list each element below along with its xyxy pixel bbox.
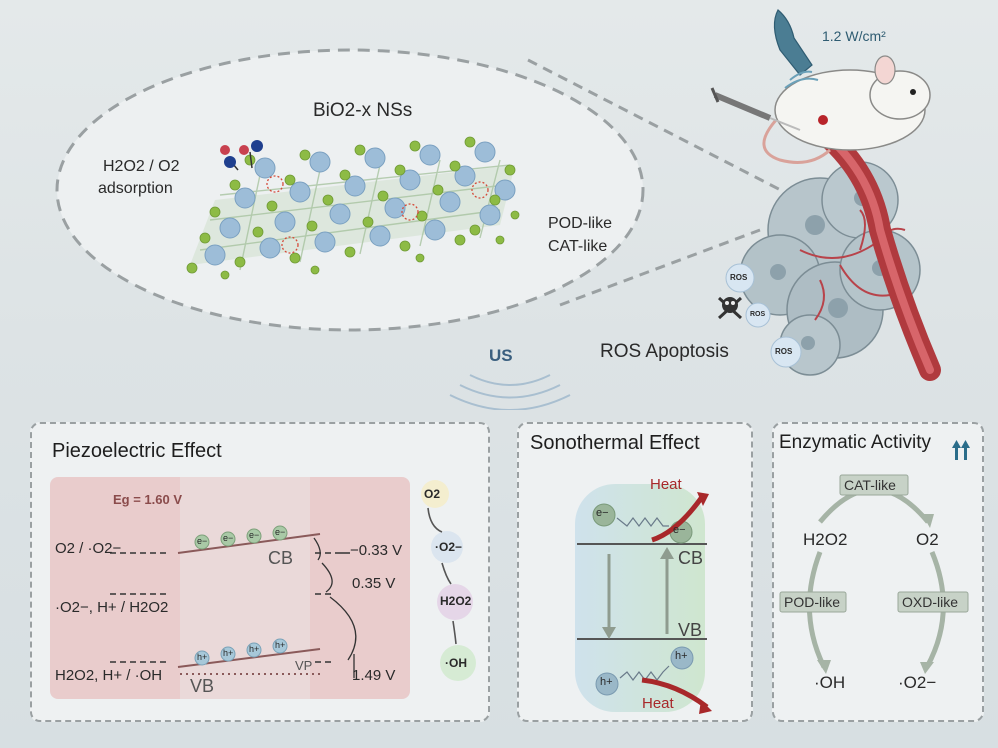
ultrasound-probe-icon	[773, 9, 819, 89]
ros-bubbles	[725, 263, 802, 368]
redox-couple-2: ·O2−, H+ / H2O2	[55, 599, 169, 616]
adsorption-label-line1: H2O2 / O2	[103, 158, 180, 175]
bandgap-label: Eg = 1.60 V	[113, 492, 183, 507]
piezo-potential-label: VP	[295, 658, 313, 673]
ros-bubble-label: ROS	[775, 347, 793, 356]
conduction-band-label: CB	[268, 548, 294, 568]
adsorption-label-line2: adsorption	[98, 180, 173, 197]
electron-label: e−	[249, 530, 260, 540]
intensity-label: 1.2 W/cm²	[822, 28, 886, 44]
sono-hole-label: h+	[600, 676, 613, 688]
sono-electron-label: e−	[596, 507, 609, 519]
sono-vb-label: VB	[678, 620, 703, 640]
heat-label-bottom: Heat	[642, 695, 674, 712]
electron-label: e−	[275, 527, 286, 537]
mouse-icon	[762, 55, 931, 164]
electron-label: e−	[223, 533, 234, 543]
syringe-icon	[710, 87, 801, 131]
chain-h2o2: H2O2	[440, 594, 472, 608]
sono-cb-label: CB	[678, 548, 704, 568]
enzyme-diagram	[779, 440, 970, 674]
ultrasound-label: US	[489, 346, 513, 365]
ros-bubble-label: ROS	[730, 273, 748, 282]
piezo-diagram	[50, 477, 476, 699]
reaction-chain	[421, 480, 476, 681]
nanosheet-title: BiO2-x NSs	[313, 100, 413, 121]
sono-electron-label: e−	[673, 524, 686, 536]
skull-icon	[717, 296, 743, 320]
redox-couple-1: O2 / ·O2−	[55, 540, 122, 557]
cat-like-label: CAT-like	[548, 238, 608, 255]
enzyme-hydroxyl: ·OH	[814, 673, 846, 692]
pod-like-label: POD-like	[548, 215, 613, 232]
chain-hydroxyl: ·OH	[445, 656, 467, 670]
enzyme-h2o2: H2O2	[803, 530, 848, 549]
adsorbed-molecules-icon	[220, 140, 263, 171]
hole-label: h+	[275, 640, 286, 650]
piezo-title: Piezoelectric Effect	[52, 440, 222, 462]
chain-superoxide: ·O2−	[435, 540, 463, 554]
enzyme-o2: O2	[916, 530, 939, 549]
ros-bubble-label: ROS	[750, 311, 766, 318]
enzyme-title: Enzymatic Activity	[779, 432, 932, 453]
sono-title: Sonothermal Effect	[530, 432, 700, 454]
ros-apoptosis-label: ROS Apoptosis	[600, 341, 729, 362]
enzyme-oxd-like: OXD-like	[902, 594, 959, 610]
heat-label-top: Heat	[650, 476, 682, 493]
potential-1: −0.33 V	[350, 542, 403, 559]
hole-label: h+	[197, 652, 208, 662]
potential-2: 0.35 V	[352, 575, 396, 592]
increase-arrows-icon	[952, 440, 970, 460]
enzyme-pod-like: POD-like	[784, 594, 841, 610]
enzyme-superoxide: ·O2−	[898, 673, 937, 692]
chain-o2: O2	[424, 487, 441, 501]
bio2-lattice	[186, 136, 520, 280]
enzyme-cat-like: CAT-like	[844, 477, 896, 493]
electron-label: e−	[197, 536, 208, 546]
sono-hole-label: h+	[675, 650, 688, 662]
valence-band-label: VB	[190, 676, 215, 696]
zoom-line-bottom	[559, 228, 761, 307]
enzymatic-panel	[772, 422, 984, 722]
sono-diagram	[575, 484, 712, 714]
hole-label: h+	[249, 644, 260, 654]
redox-couple-3: H2O2, H+ / ·OH	[55, 667, 163, 684]
top-illustration	[55, 9, 941, 410]
ultrasound-waves-icon	[449, 374, 571, 410]
hole-label: h+	[223, 648, 234, 658]
potential-3: 1.49 V	[352, 667, 396, 684]
